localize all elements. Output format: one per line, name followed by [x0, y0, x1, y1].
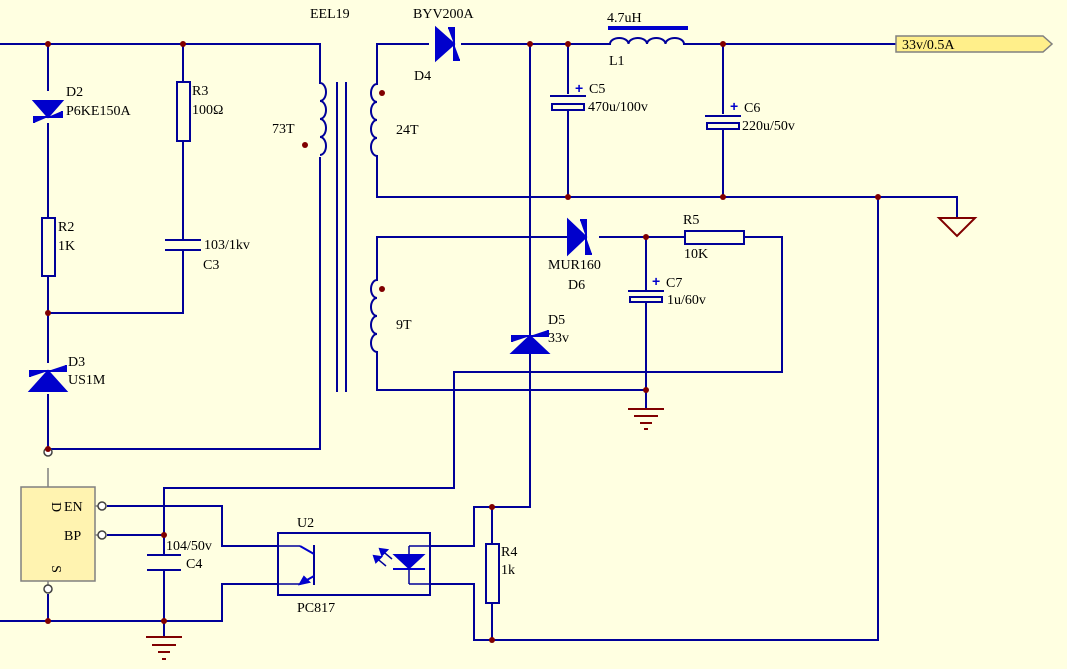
primary-winding — [319, 82, 327, 156]
ground-aux — [628, 408, 664, 430]
r4-ref: R4 — [501, 545, 517, 560]
c3-ref: C3 — [203, 258, 219, 273]
r3-resistor: R3 100Ω — [176, 81, 223, 142]
ic-pin-s — [43, 584, 53, 594]
r2-value: 1K — [58, 239, 75, 254]
r4-resistor: R4 1k — [485, 543, 517, 604]
ground-primary — [146, 636, 182, 660]
ic-pin-en — [97, 501, 107, 511]
output-label: 33v/0.5A — [902, 38, 955, 53]
r3-value: 100Ω — [192, 103, 223, 118]
c6-value: 220u/50v — [742, 119, 795, 134]
output-flag: 33v/0.5A — [895, 35, 1054, 53]
r2-ref: R2 — [58, 220, 74, 235]
aux-winding — [370, 279, 378, 353]
r4-value: 1k — [501, 563, 515, 578]
r5-resistor: R5 10K — [683, 213, 745, 262]
transformer-eel19: EEL19 73T 24T 9T — [272, 7, 419, 392]
d3-ref: D3 — [68, 355, 85, 370]
d3-value: US1M — [68, 373, 106, 388]
c5-capacitor: + C5 470u/100v — [550, 80, 648, 115]
d2-ref: D2 — [66, 85, 83, 100]
d5-zener: D5 33v — [509, 313, 569, 354]
optocoupler-u2: U2 PC817 — [277, 516, 431, 616]
junctions — [45, 41, 881, 643]
c6-ref: C6 — [744, 101, 760, 116]
c4-ref: C4 — [186, 557, 202, 572]
d6-ref: D6 — [568, 278, 585, 293]
r2-resistor: R2 1K — [41, 217, 75, 277]
primary-wiring — [0, 43, 783, 637]
ic-s-label: S — [48, 565, 63, 573]
l1-value: 4.7uH — [607, 11, 642, 26]
d5-ref: D5 — [548, 313, 565, 328]
c5-polarity: + — [575, 80, 583, 96]
aux-turns: 9T — [396, 318, 412, 333]
c7-capacitor: + C7 1u/60v — [628, 273, 706, 308]
primary-turns: 73T — [272, 122, 295, 137]
c7-value: 1u/60v — [667, 293, 706, 308]
d2-tvs-diode: D2 P6KE150A — [31, 85, 131, 123]
d4-ref: D4 — [414, 69, 431, 84]
r5-ref: R5 — [683, 213, 699, 228]
secondary-winding — [370, 83, 378, 157]
u2-value: PC817 — [297, 601, 335, 616]
c6-polarity: + — [730, 98, 738, 114]
secondary-turns: 24T — [396, 123, 419, 138]
c4-value: 104/50v — [166, 539, 212, 554]
ic-en-label: EN — [64, 500, 83, 515]
ic-pin-bp — [97, 530, 107, 540]
d6-value: MUR160 — [548, 258, 601, 273]
c7-ref: C7 — [666, 276, 682, 291]
ic-bp-label: BP — [64, 529, 81, 544]
switcher-ic: EN BP D S — [20, 447, 107, 594]
c3-value: 103/1kv — [204, 238, 250, 253]
d2-value: P6KE150A — [66, 104, 131, 119]
r5-value: 10K — [684, 247, 708, 262]
c5-value: 470u/100v — [588, 100, 648, 115]
d4-diode: BYV200A D4 — [413, 7, 475, 84]
d3-diode: D3 US1M — [27, 355, 106, 392]
l1-inductor: 4.7uH L1 — [607, 11, 688, 69]
d6-diode: MUR160 D6 — [548, 217, 601, 293]
d4-value: BYV200A — [413, 7, 475, 22]
r3-ref: R3 — [192, 84, 208, 99]
c3-capacitor: 103/1kv C3 — [165, 238, 250, 273]
transformer-name: EEL19 — [310, 7, 350, 22]
c7-polarity: + — [652, 273, 660, 289]
ground-secondary — [936, 217, 978, 238]
c5-ref: C5 — [589, 82, 605, 97]
u2-ref: U2 — [297, 516, 314, 531]
d5-value: 33v — [548, 331, 569, 346]
l1-ref: L1 — [609, 54, 625, 69]
c6-capacitor: + C6 220u/50v — [705, 98, 795, 134]
secondary-wiring — [376, 43, 958, 641]
c4-capacitor: 104/50v C4 — [147, 539, 212, 572]
ic-d-label: D — [48, 502, 63, 512]
